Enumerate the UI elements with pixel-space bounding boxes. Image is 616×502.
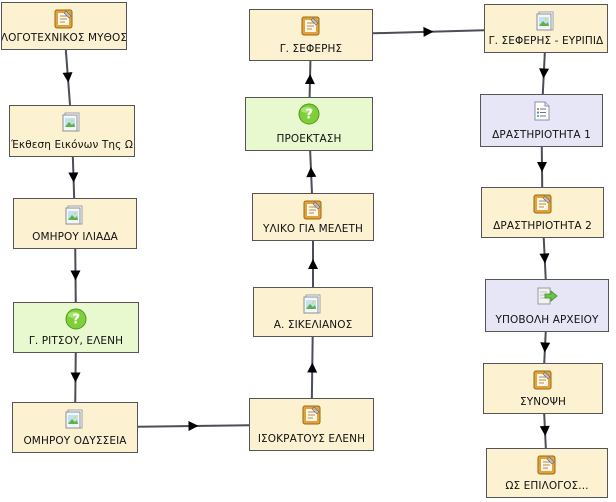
activity-node-n5[interactable]: ΟΜΗΡΟΥ ΟΔΥΣΣΕΙΑ [12,402,138,453]
notebook-icon [302,199,324,221]
question-icon: ? [65,308,87,330]
activity-node-n2[interactable]: Έκθεση Εικόνων Της Ω [9,105,135,157]
edge-arrowhead [423,26,434,37]
image-icon [64,204,86,226]
node-label: ΠΡΟΕΚΤΑΣΗ [276,133,342,145]
node-label: ΥΠΟΒΟΛΗ ΑΡΧΕΙΟΥ [495,314,599,326]
node-label: ΔΡΑΣΤΗΡΙΟΤΗΤΑ 2 [493,220,592,232]
edge-arrowhead [68,172,79,183]
svg-text:?: ? [72,313,80,328]
node-label: ΥΛΙΚΟ ΓΙΑ ΜΕΛΕΤΗ [262,223,364,235]
activity-node-n9[interactable]: ? ΠΡΟΕΚΤΑΣΗ [245,97,373,151]
edge-arrowhead [306,167,317,178]
image-icon [61,111,83,133]
activity-node-n12[interactable]: ΔΡΑΣΤΗΡΙΟΤΗΤΑ 1 [480,94,603,147]
activity-node-n6[interactable]: ΙΣΟΚΡΑΤΟΥΣ ΕΛΕΝΗ [249,398,374,451]
activity-node-n16[interactable]: ΩΣ ΕΠΙΛΟΓΟΣ... [486,448,608,498]
upload-icon [536,285,558,307]
edge-arrowhead [70,372,81,383]
notebook-icon [532,193,554,215]
notebook-icon [53,8,75,30]
edge-arrowhead [188,421,199,432]
node-label: ΩΣ ΕΠΙΛΟΓΟΣ... [505,480,589,492]
node-label: Γ. ΣΕΦΕΡΗΣ - ΕΥΡΙΠΙΔ [488,35,604,47]
svg-text:?: ? [305,108,313,123]
edge-arrowhead [307,362,318,373]
image-icon [302,293,324,315]
activity-node-n10[interactable]: Γ. ΣΕΦΕΡΗΣ [249,9,373,61]
edge-arrowhead [540,342,551,353]
node-label: Έκθεση Εικόνων Της Ω [10,139,134,151]
node-label: ΟΜΗΡΟΥ ΙΛΙΑΔΑ [32,231,118,243]
node-label: ΔΡΑΣΤΗΡΙΟΤΗΤΑ 1 [492,129,591,141]
node-label: ΙΣΟΚΡΑΤΟΥΣ ΕΛΕΝΗ [257,433,366,445]
activity-node-n14[interactable]: ΥΠΟΒΟΛΗ ΑΡΧΕΙΟΥ [485,279,609,332]
node-label: Γ. ΣΕΦΕΡΗΣ [279,43,343,55]
notebook-icon [536,454,558,476]
notebook-icon [532,369,554,391]
edge-arrowhead [536,161,547,172]
edge-arrowhead [62,72,73,83]
activity-node-n8[interactable]: ΥΛΙΚΟ ΓΙΑ ΜΕΛΕΤΗ [252,193,374,241]
notebook-icon [300,15,322,37]
edge-arrowhead [539,425,550,436]
node-label: Γ. ΡΙΤΣΟΥ, ΕΛΕΝΗ [28,335,124,347]
activity-node-n4[interactable]: ? Γ. ΡΙΤΣΟΥ, ΕΛΕΝΗ [13,302,139,353]
worksheet-icon [531,100,553,122]
edge-arrowhead [304,74,315,85]
activity-node-n11[interactable]: Γ. ΣΕΦΕΡΗΣ - ΕΥΡΙΠΙΔ [484,4,608,53]
image-icon [535,10,557,32]
activity-node-n7[interactable]: Α. ΣΙΚΕΛΙΑΝΟΣ [253,287,373,337]
edge-arrowhead [539,68,550,79]
node-label: ΛΟΓΟΤΕΧΝΙΚΟΣ ΜΥΘΟΣ [1,32,127,44]
activity-node-n3[interactable]: ΟΜΗΡΟΥ ΙΛΙΑΔΑ [13,198,137,249]
edge-arrowhead [308,259,318,269]
edge-arrowhead [70,270,81,281]
edge-arrowhead [539,253,550,264]
image-icon [64,408,86,430]
node-label: ΟΜΗΡΟΥ ΟΔΥΣΣΕΙΑ [23,435,127,447]
notebook-icon [301,404,323,426]
activity-node-n15[interactable]: ΣΥΝΟΨΗ [483,363,603,414]
question-icon: ? [298,103,320,125]
node-label: Α. ΣΙΚΕΛΙΑΝΟΣ [273,319,353,331]
node-label: ΣΥΝΟΨΗ [520,396,566,408]
activity-node-n1[interactable]: ΛΟΓΟΤΕΧΝΙΚΟΣ ΜΥΘΟΣ [1,2,127,50]
activity-node-n13[interactable]: ΔΡΑΣΤΗΡΙΟΤΗΤΑ 2 [481,187,604,238]
